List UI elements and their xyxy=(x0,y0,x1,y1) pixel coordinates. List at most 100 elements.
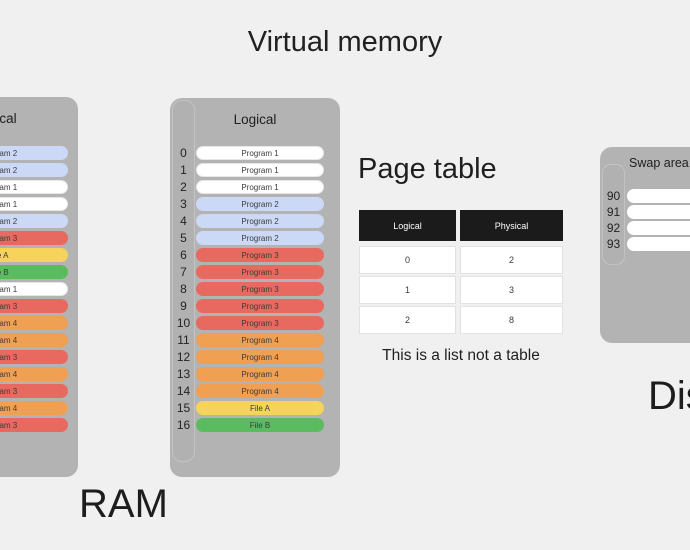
row-index: 12 xyxy=(176,350,191,364)
memory-row: Program 4 xyxy=(0,333,68,347)
memory-row-label: Program 3 xyxy=(0,386,18,396)
memory-row-label: Program 2 xyxy=(0,216,18,226)
memory-row: File B xyxy=(196,418,324,432)
page-table-cell-logical: 2 xyxy=(359,306,456,334)
page-table-cell-physical: 3 xyxy=(460,276,563,304)
row-index: 7 xyxy=(180,265,187,279)
memory-row: Program 2 xyxy=(196,197,324,211)
memory-row-label: File B xyxy=(249,420,271,430)
row-index: 1 xyxy=(180,163,187,177)
memory-row-label: Program 4 xyxy=(241,386,279,396)
swap-row-indices: 90 91 92 93 xyxy=(602,189,625,251)
page-table-caption: This is a list not a table xyxy=(382,347,540,364)
memory-row: Program 4 xyxy=(196,384,324,398)
memory-row: Program 2 xyxy=(0,163,68,177)
page-table: Logical Physical 0 2 1 3 2 8 xyxy=(359,210,563,334)
memory-row-label: Program 4 xyxy=(0,369,18,379)
memory-row-label: Program 3 xyxy=(0,301,18,311)
memory-row-label: Program 1 xyxy=(0,284,18,294)
logical-index-strip xyxy=(172,100,195,462)
memory-row: File A xyxy=(196,401,324,415)
memory-row: File A xyxy=(0,248,68,262)
memory-row-label: Program 4 xyxy=(241,369,279,379)
memory-row-label: Program 2 xyxy=(241,216,279,226)
row-index: 15 xyxy=(176,401,191,415)
memory-row: Program 1 xyxy=(0,180,68,194)
page-table-header-physical: Physical xyxy=(460,210,563,241)
page-table-cell-physical: 8 xyxy=(460,306,563,334)
memory-row: Program 4 xyxy=(196,350,324,364)
memory-row-label: Program 3 xyxy=(241,301,279,311)
memory-row-label: Program 1 xyxy=(241,148,279,158)
memory-row: Program 2 xyxy=(0,146,68,160)
memory-row-label: Program 3 xyxy=(0,352,18,362)
memory-row-label: File B xyxy=(0,267,9,277)
memory-row: Program 4 xyxy=(196,333,324,347)
memory-row: Program 1 xyxy=(0,282,68,296)
row-index: 93 xyxy=(606,237,621,251)
memory-row-label: Program 2 xyxy=(241,233,279,243)
memory-row-label: Program 1 xyxy=(0,199,18,209)
memory-row: Program 1 xyxy=(0,197,68,211)
page-table-row: 1 3 xyxy=(359,276,563,304)
memory-row-label: Program 2 xyxy=(241,199,279,209)
page-table-header-logical: Logical xyxy=(359,210,456,241)
row-index: 2 xyxy=(180,180,187,194)
memory-row-label: Program 4 xyxy=(0,335,18,345)
row-index: 0 xyxy=(180,146,187,160)
row-index: 6 xyxy=(180,248,187,262)
page-table-row: 2 8 xyxy=(359,306,563,334)
memory-row-label: File A xyxy=(0,250,9,260)
memory-row-label: Program 4 xyxy=(241,335,279,345)
memory-row-label: Program 4 xyxy=(241,352,279,362)
ram-caption: RAM xyxy=(79,482,168,526)
memory-row: Program 3 xyxy=(0,299,68,313)
row-index: 10 xyxy=(176,316,191,330)
row-index: 14 xyxy=(176,384,191,398)
memory-row-label: Program 3 xyxy=(241,250,279,260)
memory-row: Program 3 xyxy=(196,265,324,279)
memory-row-label: Program 3 xyxy=(241,318,279,328)
memory-row: Program 1 xyxy=(196,146,324,160)
page-title: Virtual memory xyxy=(247,26,443,58)
memory-row: Program 3 xyxy=(0,384,68,398)
memory-row-label: Program 1 xyxy=(241,182,279,192)
logical-memory-panel: Logical 0 1 2 3 4 5 6 7 8 9 10 11 12 13 xyxy=(170,98,340,477)
memory-row: Program 3 xyxy=(196,316,324,330)
memory-row: Program 2 xyxy=(196,231,324,245)
memory-row: Program 3 xyxy=(0,418,68,432)
memory-row-label: Program 4 xyxy=(0,318,18,328)
row-index: 9 xyxy=(180,299,187,313)
page-table-body: 0 2 1 3 2 8 xyxy=(359,246,563,334)
logical-panel-title: Logical xyxy=(233,112,277,127)
page-table-row: 0 2 xyxy=(359,246,563,274)
memory-row: Program 3 xyxy=(196,248,324,262)
memory-row-label: Program 3 xyxy=(241,284,279,294)
memory-row-label: File A xyxy=(249,403,270,413)
swap-slot xyxy=(627,205,690,219)
swap-slots xyxy=(627,189,690,251)
swap-slot xyxy=(627,237,690,251)
row-index: 4 xyxy=(180,214,187,228)
physical-memory-panel: Physical Program 2 Program 2 Program 1 P… xyxy=(0,97,78,477)
row-index: 16 xyxy=(176,418,191,432)
physical-rows: Program 2 Program 2 Program 1 Program 1 … xyxy=(0,146,68,432)
row-index: 8 xyxy=(180,282,187,296)
memory-row: Program 4 xyxy=(196,367,324,381)
swap-slot xyxy=(627,221,690,235)
page-table-cell-logical: 1 xyxy=(359,276,456,304)
memory-row-label: Program 3 xyxy=(0,420,18,430)
memory-row: Program 3 xyxy=(0,350,68,364)
memory-row: Program 4 xyxy=(0,316,68,330)
row-index: 3 xyxy=(180,197,187,211)
swap-index-strip xyxy=(602,164,625,265)
memory-row: Program 4 xyxy=(0,367,68,381)
disk-caption: Disk xyxy=(648,374,690,418)
memory-row: Program 3 xyxy=(196,299,324,313)
logical-rows: Program 1 Program 1 Program 1 Program 2 … xyxy=(196,146,324,432)
memory-row-label: Program 2 xyxy=(0,148,18,158)
memory-row-label: Program 3 xyxy=(0,233,18,243)
memory-row: Program 2 xyxy=(0,214,68,228)
swap-panel-title: Swap area xyxy=(629,156,689,170)
row-index: 11 xyxy=(177,333,190,347)
